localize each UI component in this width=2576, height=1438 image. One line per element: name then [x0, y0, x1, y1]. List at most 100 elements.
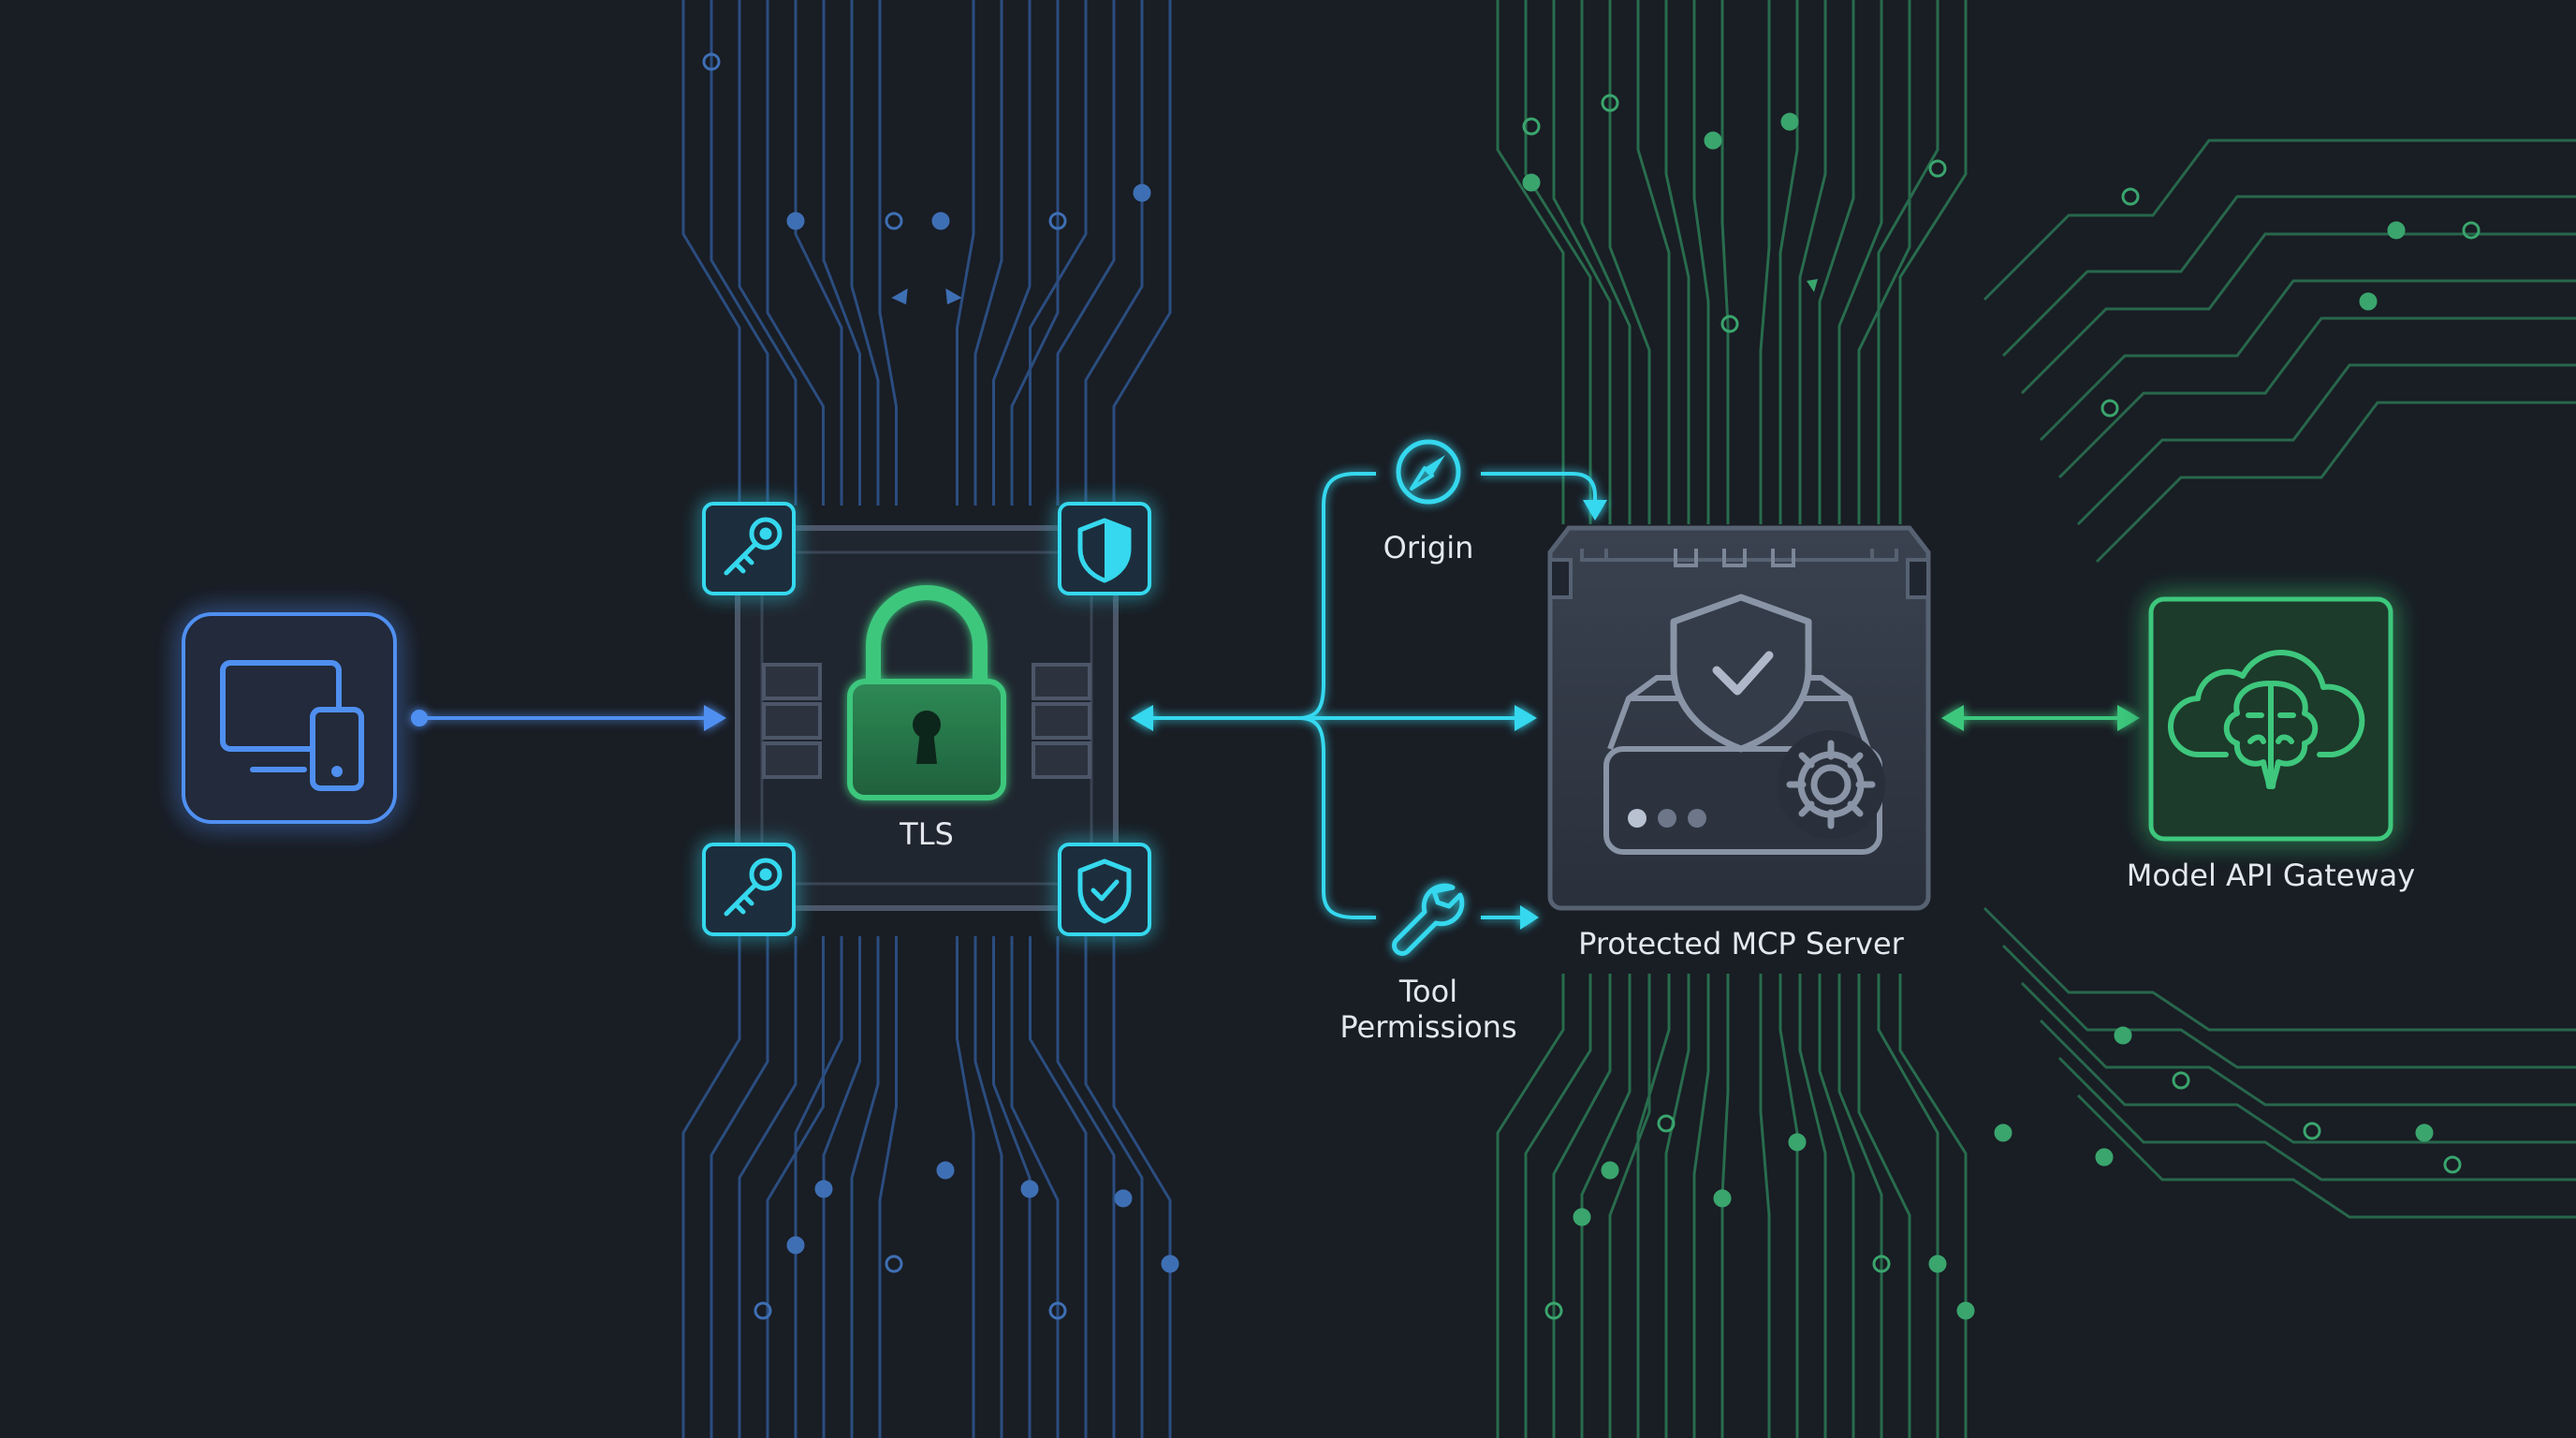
circuit-trace — [738, 0, 798, 506]
circuit-trace — [1010, 0, 1060, 506]
shield-check-icon — [1077, 858, 1132, 924]
origin-node[interactable]: Origin — [1383, 439, 1474, 565]
circuit-trace — [2095, 401, 2576, 564]
circuit-trace — [1877, 0, 1939, 524]
circuit-trace — [1552, 0, 1612, 524]
origin-label: Origin — [1383, 530, 1474, 565]
circuit-trace — [850, 0, 880, 506]
circuit-node — [1780, 112, 1799, 131]
circuit-node — [2359, 292, 2378, 311]
circuit-traces-green-bottom — [1496, 974, 1968, 1438]
circuit-node — [936, 1161, 955, 1180]
circuit-trace — [681, 936, 741, 1438]
circuit-trace — [1112, 0, 1172, 506]
circuit-trace — [1837, 974, 1883, 1438]
circuit-trace — [1818, 974, 1855, 1438]
client-device-node[interactable] — [182, 612, 397, 824]
circuit-traces-green-right — [1983, 139, 2576, 1219]
circuit-traces-blue-top — [681, 0, 1172, 506]
circuit-node — [786, 1236, 805, 1255]
circuit-trace — [1580, 0, 1632, 524]
circuit-node — [1544, 1301, 1563, 1320]
circuit-node — [1704, 131, 1722, 150]
circuit-trace — [1636, 974, 1671, 1438]
circuit-trace — [738, 936, 798, 1438]
circuit-trace — [1778, 0, 1799, 524]
tool-permissions-node[interactable]: Tool Permissions — [1339, 883, 1517, 1045]
circuit-trace — [850, 936, 880, 1438]
tls-badge-top-right[interactable] — [1058, 502, 1151, 595]
circuit-trace — [1692, 0, 1710, 524]
tls-badge-bottom-left[interactable] — [702, 843, 796, 936]
tls-badge-top-left[interactable] — [702, 502, 796, 595]
circuit-node — [702, 52, 721, 71]
circuit-trace — [992, 936, 1032, 1438]
circuit-trace — [1778, 974, 1799, 1438]
circuit-trace — [766, 0, 825, 506]
circuit-node — [1928, 159, 1947, 178]
circuit-node — [754, 1301, 772, 1320]
circuit-node — [1133, 183, 1151, 202]
circuit-trace — [822, 936, 861, 1438]
tls-module[interactable]: TLS — [702, 502, 1151, 936]
circuit-trace — [1056, 936, 1116, 1438]
circuit-trace — [1857, 974, 1911, 1438]
key-icon — [724, 858, 783, 917]
circuit-node — [1720, 315, 1739, 333]
wrench-icon — [1392, 883, 1465, 956]
circuit-trace — [1524, 0, 1592, 524]
circuit-trace — [2020, 232, 2576, 395]
circuit-trace — [2020, 981, 2576, 1107]
connector-arrowheads — [1131, 500, 1607, 930]
circuit-trace — [973, 0, 1003, 506]
circuit-trace — [956, 936, 975, 1438]
circuit-trace — [1056, 0, 1116, 506]
circuit-trace — [1983, 139, 2576, 301]
circuit-trace — [1759, 0, 1771, 524]
circuit-trace — [1818, 0, 1855, 524]
circuit-node — [1020, 1180, 1039, 1198]
server-top-slots — [1674, 549, 1795, 567]
circuit-trace — [2039, 279, 2576, 442]
circuit-node — [885, 212, 903, 230]
circuit-trace — [1664, 0, 1690, 524]
circuit-node — [1956, 1301, 1975, 1320]
tls-badge-bottom-right[interactable] — [1058, 843, 1151, 936]
circuit-node — [2172, 1071, 2190, 1090]
circuit-trace — [2001, 195, 2576, 358]
circuit-trace — [1877, 974, 1939, 1438]
devices-icon — [220, 660, 364, 791]
circuit-node — [1522, 117, 1541, 136]
circuit-node — [1114, 1189, 1133, 1208]
circuit-node — [1928, 1255, 1947, 1273]
circuit-trace — [1580, 974, 1632, 1438]
client-to-tls-arrow — [411, 705, 726, 731]
circuit-node — [1994, 1123, 2012, 1142]
cloud-brain-icon — [2168, 650, 2365, 789]
tls-side-connectors — [762, 663, 1091, 779]
mcp-server-node[interactable]: Protected MCP Server — [1547, 525, 1931, 961]
tool-permissions-label-line1: Tool — [1398, 974, 1457, 1009]
circuit-node — [1657, 1114, 1676, 1133]
circuit-trace — [794, 936, 843, 1438]
circuit-node — [1788, 1133, 1807, 1152]
circuit-node — [885, 1255, 903, 1273]
circuit-trace — [710, 0, 769, 506]
circuit-node — [1048, 212, 1067, 230]
model-api-gateway-node[interactable]: Model API Gateway — [2127, 596, 2415, 893]
circuit-trace — [1759, 974, 1771, 1438]
circuit-node — [1522, 173, 1541, 192]
circuit-trace — [2057, 1056, 2576, 1181]
circuit-trace — [2039, 1019, 2576, 1144]
circuit-node — [814, 1180, 833, 1198]
circuit-trace — [1112, 936, 1172, 1438]
circuit-trace — [2076, 363, 2576, 526]
circuit-trace — [1664, 974, 1690, 1438]
circuit-trace — [878, 936, 898, 1438]
circuit-trace — [1720, 974, 1730, 1438]
circuit-node — [2121, 187, 2140, 206]
circuit-trace — [1608, 0, 1651, 524]
model-api-gateway-label: Model API Gateway — [2127, 858, 2415, 893]
circuit-node — [2095, 1148, 2114, 1167]
circuit-node — [1713, 1189, 1732, 1208]
